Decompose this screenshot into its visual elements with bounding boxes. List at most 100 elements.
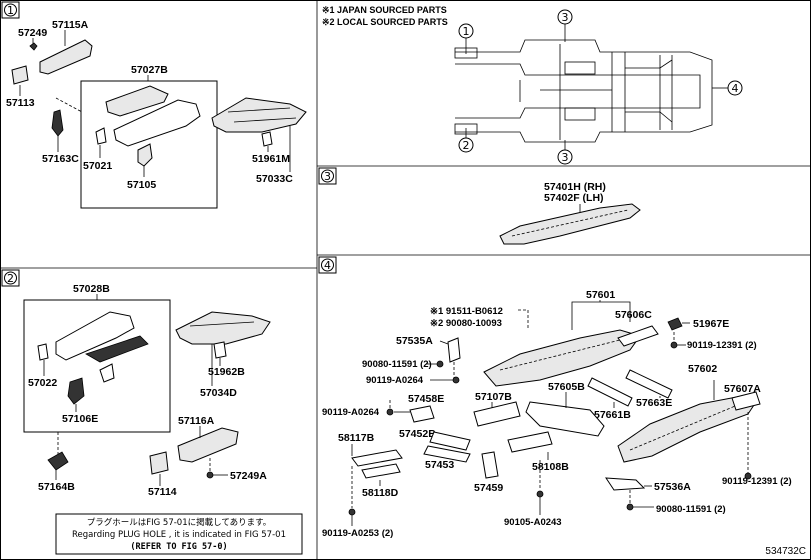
part-57663e: 57663E bbox=[636, 397, 672, 409]
bolt-91511-b0612: ※1 91511-B0612 bbox=[430, 306, 503, 317]
overview-callout-3-bottom: 3 bbox=[557, 140, 573, 165]
section-2-marker: 2 bbox=[1, 269, 20, 287]
part-57459: 57459 bbox=[474, 482, 503, 494]
clip-51967e-drawing bbox=[667, 317, 683, 331]
section-4: 57601 ※1 91511-B0612 ※2 90080-10093 5760… bbox=[322, 289, 792, 539]
member-57028b-drawing bbox=[55, 311, 135, 361]
plate-57458e-drawing bbox=[409, 405, 435, 423]
bolt-90119-a0253-drawing bbox=[348, 508, 356, 516]
plate-57453-drawing bbox=[423, 445, 471, 463]
section-4-marker: 4 bbox=[318, 256, 337, 274]
svg-text:1: 1 bbox=[7, 4, 14, 17]
reinforcement-57164b-drawing bbox=[47, 451, 69, 471]
plate-57452b-drawing bbox=[429, 431, 471, 451]
part-51962b: 51962B bbox=[208, 366, 245, 378]
note-local-sourced: ※2 LOCAL SOURCED PARTS bbox=[322, 17, 448, 27]
bolt-90080-10093: ※2 90080-10093 bbox=[430, 318, 502, 329]
svg-text:1: 1 bbox=[463, 25, 470, 38]
bolt-90119-a0264-upper-drawing bbox=[452, 376, 460, 384]
bolt-90080-11591-lower: 90080-11591 (2) bbox=[656, 504, 726, 515]
part-57536a: 57536A bbox=[654, 481, 691, 493]
bracket-57116a-drawing bbox=[177, 427, 239, 463]
bracket-57106e-drawing bbox=[67, 377, 85, 405]
bolt-90119-a0264-upper: 90119-A0264 bbox=[366, 375, 424, 386]
footnote-japanese: プラグホールはFIG 57-01に掲載してあります。 bbox=[87, 517, 272, 528]
bar-57661b-drawing bbox=[587, 377, 633, 407]
overview-callout-4: 4 bbox=[712, 80, 743, 96]
part-57458e: 57458E bbox=[408, 393, 444, 405]
side-member-57401h-drawing bbox=[499, 203, 641, 245]
part-57602: 57602 bbox=[688, 363, 717, 375]
bracket-51962b-drawing bbox=[213, 341, 227, 359]
plate-57114-drawing bbox=[149, 451, 169, 475]
section-2: 57028B 57022 57106E 57164B 51962B 57034D… bbox=[23, 283, 271, 498]
part-57115a: 57115A bbox=[52, 19, 89, 31]
crossmember-57601-drawing bbox=[483, 329, 641, 387]
part-57249: 57249 bbox=[18, 27, 47, 39]
bracket-57606c-drawing bbox=[617, 325, 659, 347]
plate-57107b-drawing bbox=[473, 401, 521, 427]
bracket-57535a-drawing bbox=[447, 337, 461, 363]
reinforcement-57163c-drawing bbox=[51, 109, 64, 137]
part-57606c: 57606C bbox=[615, 309, 652, 321]
plug-hole-footnote: プラグホールはFIG 57-01に掲載してあります。 Regarding PLU… bbox=[55, 513, 303, 555]
bracket-57022-drawing bbox=[37, 343, 49, 361]
part-57113: 57113 bbox=[6, 97, 35, 109]
footnote-english: Regarding PLUG HOLE , it is indicated in… bbox=[72, 530, 286, 540]
svg-text:2: 2 bbox=[463, 139, 470, 152]
part-57453: 57453 bbox=[425, 459, 454, 471]
bolt-90119-a0264-lower: 90119-A0264 bbox=[322, 407, 380, 418]
crossmember-57602-drawing bbox=[617, 395, 757, 463]
part-57028b: 57028B bbox=[73, 283, 110, 295]
frame-57033c-drawing bbox=[211, 97, 307, 133]
svg-text:3: 3 bbox=[562, 11, 569, 24]
bracket-57115a-drawing bbox=[39, 39, 93, 75]
part-57402f-lh: 57402F (LH) bbox=[544, 192, 604, 204]
part-57027b: 57027B bbox=[131, 64, 168, 76]
part-58118d: 58118D bbox=[362, 487, 399, 499]
frame-57034d-drawing bbox=[175, 311, 271, 345]
part-57535a: 57535A bbox=[396, 335, 433, 347]
svg-text:2: 2 bbox=[7, 272, 14, 285]
part-57249a: 57249A bbox=[230, 470, 267, 482]
bracket-57021-drawing bbox=[95, 127, 107, 145]
part-57106e: 57106E bbox=[62, 413, 98, 425]
part-51961m: 51961M bbox=[252, 153, 290, 165]
member-57605b-drawing bbox=[525, 401, 605, 437]
svg-text:4: 4 bbox=[732, 82, 739, 95]
section-1: 57249 57115A 57113 57027B 57163C 57021 5… bbox=[6, 19, 307, 209]
plate-57459-drawing bbox=[481, 451, 499, 479]
part-57607a: 57607A bbox=[724, 383, 761, 395]
bolt-90119-a0253: 90119-A0253 (2) bbox=[322, 528, 393, 539]
part-57601: 57601 bbox=[586, 289, 615, 301]
part-57605b: 57605B bbox=[548, 381, 585, 393]
plate-58117b-drawing bbox=[351, 449, 403, 467]
bolt-90119-12391-upper: 90119-12391 (2) bbox=[687, 340, 757, 351]
plate-58118d-drawing bbox=[361, 463, 401, 479]
frame-overview-drawing bbox=[454, 39, 713, 143]
part-57452b: 57452B bbox=[399, 428, 436, 440]
part-57661b: 57661B bbox=[594, 409, 631, 421]
plate-58108b-drawing bbox=[507, 431, 553, 453]
note-japan-sourced: ※1 JAPAN SOURCED PARTS bbox=[322, 5, 447, 15]
sub-assembly-box-57027b bbox=[80, 80, 218, 209]
section-1-marker: 1 bbox=[1, 1, 20, 19]
clip-57249-drawing bbox=[29, 42, 38, 51]
overview-callout-3-top: 3 bbox=[557, 9, 573, 42]
part-58117b: 58117B bbox=[338, 432, 375, 444]
plate-57113-drawing bbox=[11, 65, 29, 85]
section-3: 57401H (RH) 57402F (LH) bbox=[499, 181, 641, 245]
bar-57663e-drawing bbox=[625, 369, 673, 399]
part-57116a: 57116A bbox=[178, 415, 215, 427]
section-3-marker: 3 bbox=[318, 167, 337, 185]
figure-code: 534732C bbox=[765, 546, 806, 557]
member-upper-drawing bbox=[105, 85, 169, 117]
part-57164b: 57164B bbox=[38, 481, 75, 493]
part-58108b: 58108B bbox=[532, 461, 569, 473]
part-57401h-rh: 57401H (RH) bbox=[544, 181, 606, 193]
bolt-90119-12391-upper-drawing bbox=[670, 341, 678, 349]
part-57114: 57114 bbox=[148, 486, 177, 498]
bolt-90119-a0264-lower-drawing bbox=[386, 408, 394, 416]
